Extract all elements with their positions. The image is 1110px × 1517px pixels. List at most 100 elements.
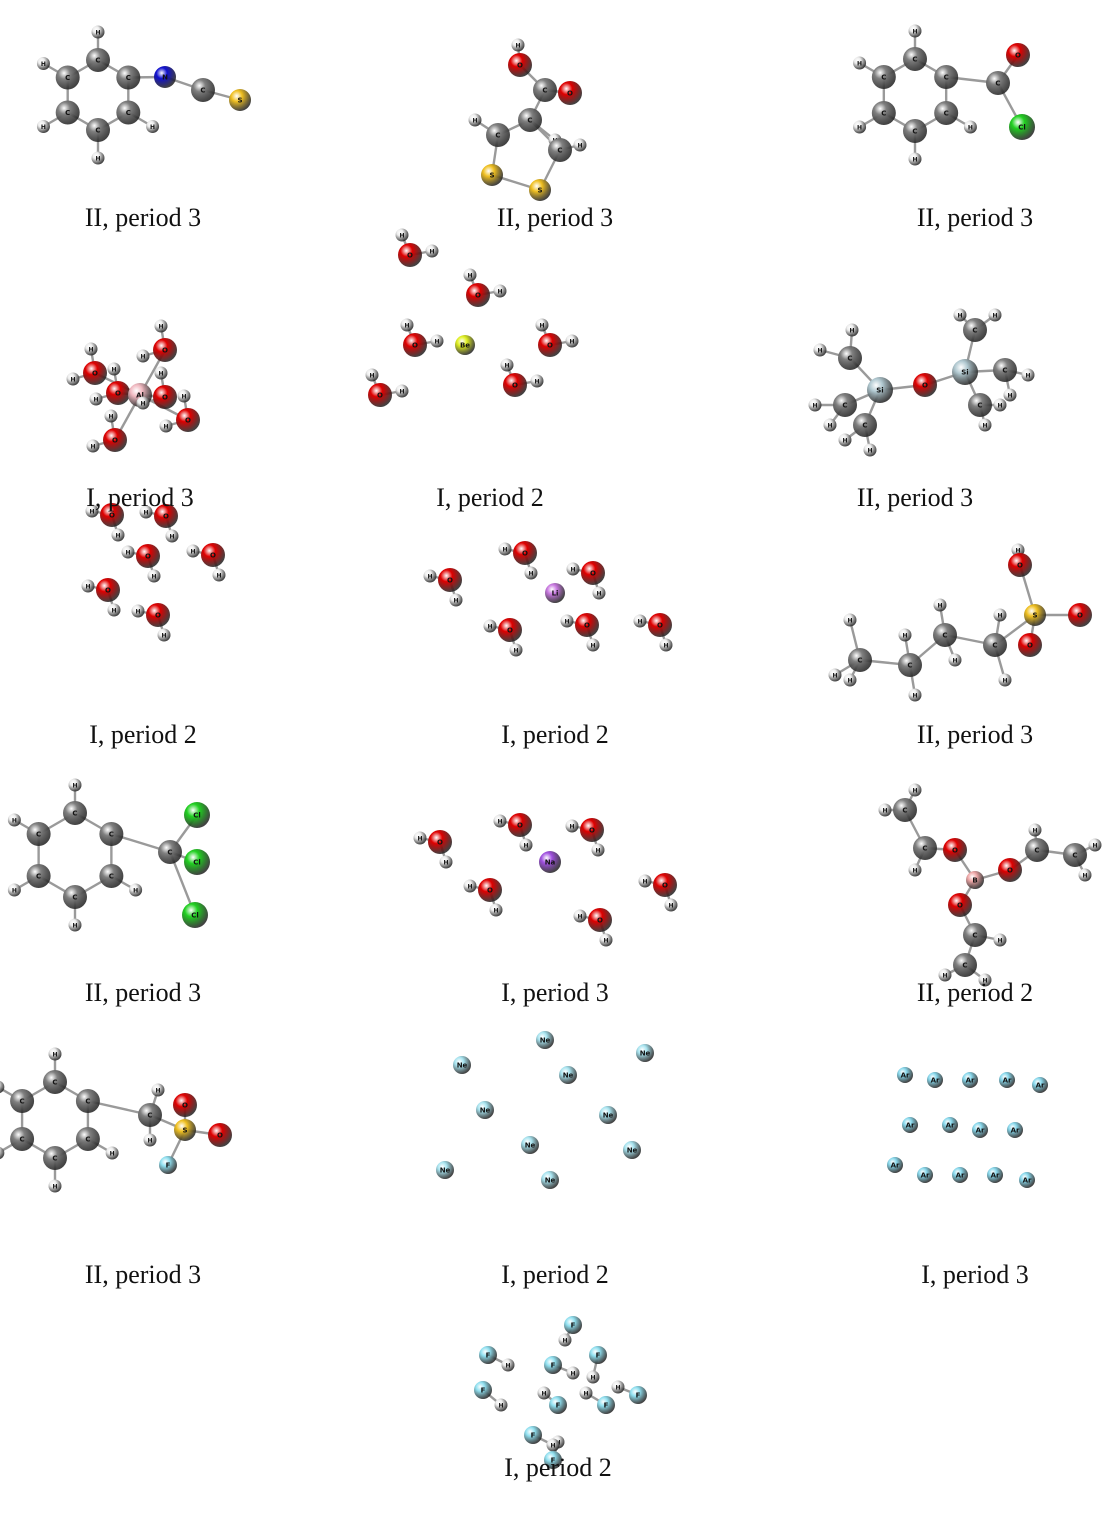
atom-label: H [443, 860, 448, 867]
atom-h [535, 318, 549, 332]
atom-label: H [534, 379, 539, 386]
atom-h [823, 418, 837, 432]
atom-h [908, 24, 922, 38]
atom-label: S [489, 172, 494, 180]
atom-c [26, 822, 51, 846]
atom-h [586, 638, 600, 652]
atom-label: H [147, 1138, 152, 1145]
atom-ne [521, 1136, 539, 1154]
atom-label: H [155, 1088, 160, 1095]
atom-label: H [140, 401, 145, 408]
atom-c [43, 1070, 67, 1094]
atom-c [55, 65, 80, 90]
atom-label: O [522, 550, 528, 558]
atom-h [121, 545, 135, 559]
atom-label: H [502, 547, 507, 554]
atom-h [878, 803, 892, 817]
atom-label: H [52, 1052, 57, 1059]
atom-o [575, 613, 599, 637]
atom-h [154, 319, 168, 333]
atom-label: O [957, 902, 963, 910]
atom-label: H [1082, 873, 1087, 880]
atom-c [993, 358, 1017, 382]
atom-label: O [185, 417, 191, 425]
atom-label: H [857, 61, 862, 68]
atom-label: C [36, 873, 41, 881]
atom-label: O [517, 822, 523, 830]
atom-label: C [992, 642, 997, 650]
atom-label: O [567, 90, 573, 98]
atom-ne [636, 1044, 654, 1062]
atom-h [843, 673, 857, 687]
atom-label: C [85, 1098, 90, 1106]
atom-label: H [902, 633, 907, 640]
atom-label: H [997, 938, 1002, 945]
atom-label: O [109, 512, 115, 520]
atom-label: H [847, 618, 852, 625]
atom-label: H [1015, 548, 1020, 555]
atom-label: H [427, 574, 432, 581]
atom-label: H [1025, 373, 1030, 380]
atom-label: H [569, 824, 574, 831]
atom-o [398, 243, 422, 267]
atom-o [83, 361, 107, 385]
panel-caption: I, period 2 [501, 720, 609, 749]
atom-h [439, 855, 453, 869]
atom-label: H [564, 619, 569, 626]
atom-label: H [596, 591, 601, 598]
atom-label: H [849, 328, 854, 335]
atom-label: H [143, 510, 148, 517]
atom-label: O [590, 570, 596, 578]
atom-h [463, 268, 477, 282]
atom-label: H [982, 978, 987, 985]
atom-cl [1009, 114, 1035, 140]
atom-c [986, 71, 1010, 95]
atom-h [0, 1146, 5, 1160]
atom-o [1018, 633, 1042, 657]
atom-h [565, 334, 579, 348]
atom-label: H [562, 1338, 567, 1345]
atom-be [455, 335, 475, 355]
atom-label: H [453, 598, 458, 605]
atom-o [581, 561, 605, 585]
atom-label: C [147, 1112, 152, 1120]
atom-h [1003, 388, 1017, 402]
atom-h [1021, 368, 1035, 382]
atom-label: H [151, 574, 156, 581]
atom-o [466, 283, 490, 307]
atom-label: O [952, 847, 958, 855]
atom-h [136, 349, 150, 363]
atom-label: H [158, 371, 163, 378]
panel-caption: II, period 3 [496, 203, 614, 232]
atom-label: C [52, 1079, 57, 1087]
atom-label: O [407, 252, 413, 260]
atom-o [103, 428, 127, 452]
atom-label: H [417, 836, 422, 843]
atom-label: C [972, 932, 977, 940]
atom-label: C [944, 110, 949, 118]
atom-c [75, 1089, 100, 1113]
atom-label: O [210, 552, 216, 560]
atom-label: H [528, 571, 533, 578]
atom-h [151, 1083, 165, 1097]
atom-h [89, 392, 103, 406]
atom-label: H [569, 339, 574, 346]
atom-f [544, 1451, 562, 1469]
atom-f [589, 1346, 607, 1364]
atom-label: Ne [603, 1112, 614, 1120]
atom-label: C [1002, 367, 1007, 375]
atom-f [159, 1156, 177, 1174]
atom-ar [962, 1072, 978, 1088]
panel-caption: II, period 3 [84, 203, 202, 232]
atom-label: H [663, 643, 668, 650]
panel-caption: II, period 3 [84, 1260, 202, 1289]
atom-h [86, 439, 100, 453]
atom-h [560, 614, 574, 628]
atom-h [395, 384, 409, 398]
atom-label: C [20, 1098, 25, 1106]
atom-label: O [112, 437, 118, 445]
atom-label: H [968, 125, 973, 132]
atom-h [131, 604, 145, 618]
